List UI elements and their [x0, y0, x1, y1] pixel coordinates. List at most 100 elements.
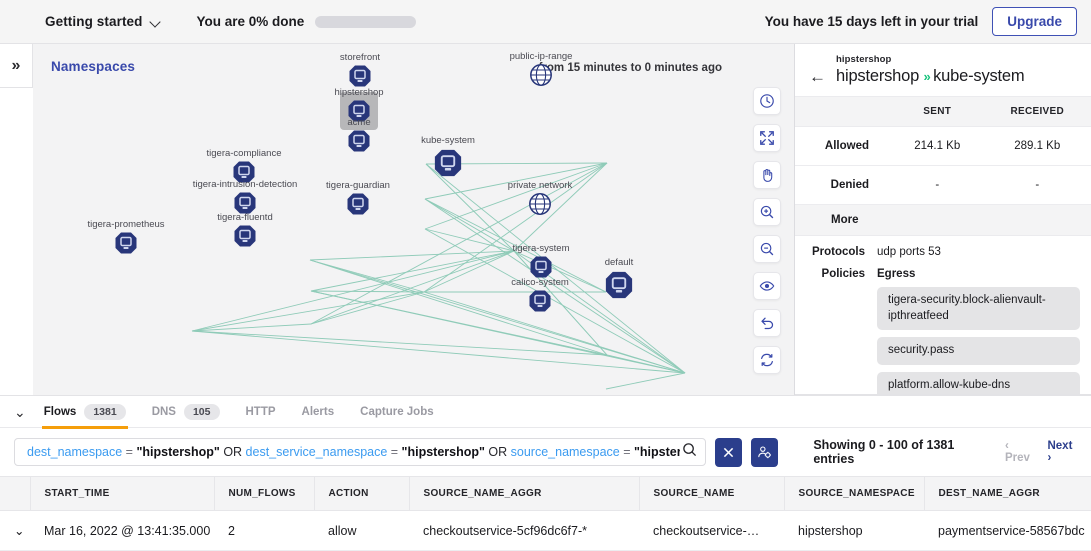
detail-title-dest: kube-system	[933, 67, 1025, 85]
graph-node-tigera-prometheus[interactable]	[114, 231, 138, 255]
next-page-button[interactable]: Next ›	[1047, 440, 1073, 464]
detail-eyebrow: hipstershop	[836, 54, 892, 65]
th-blank	[795, 96, 891, 127]
query-token-fld: dest_namespace	[27, 445, 123, 459]
graph-node-tigera-intrusion-detection[interactable]	[233, 191, 257, 215]
chevron-double-down-icon[interactable]: ⌄	[14, 403, 26, 420]
detail-title: hipstershop » kube-system	[836, 67, 1025, 86]
progress-bar	[315, 15, 417, 28]
getting-started-menu[interactable]: Getting started	[45, 14, 161, 29]
graph-node-public-ip-range[interactable]	[529, 63, 553, 87]
tab-label: Capture Jobs	[360, 405, 434, 418]
policies-row: Policies Egress tigera-security.block-al…	[795, 258, 1091, 394]
graph-node-tigera-guardian[interactable]	[346, 192, 370, 216]
eye-icon[interactable]	[753, 272, 781, 300]
protocols-value: udp ports 53	[877, 246, 941, 258]
expand-icon[interactable]	[753, 124, 781, 152]
th-source_namespace[interactable]: SOURCE_NAMESPACE	[784, 476, 925, 511]
search-input[interactable]: dest_namespace = "hipstershop" OR dest_s…	[14, 438, 706, 466]
th-num_flows[interactable]: NUM_FLOWS	[214, 476, 315, 511]
allowed-label: Allowed	[795, 126, 891, 166]
cell-source-namespace: hipstershop	[784, 510, 924, 551]
graph-node-acme[interactable]	[347, 129, 371, 153]
graph-node-tigera-system[interactable]	[529, 255, 553, 279]
graph-node-tigera-compliance[interactable]	[232, 160, 256, 184]
search-icon[interactable]	[682, 442, 697, 462]
node-label-storefront: storefront	[339, 52, 381, 63]
clear-search-button[interactable]	[715, 437, 743, 467]
query-token-fld: dest_service_namespace	[245, 445, 388, 459]
th-start_time[interactable]: START_TIME	[30, 476, 215, 511]
cell-action: allow	[314, 510, 409, 551]
progress-label: You are 0% done	[196, 14, 305, 29]
tab-alerts[interactable]: Alerts	[302, 396, 335, 428]
graph-node-private network[interactable]	[528, 192, 552, 216]
node-label-private network: private network	[507, 180, 573, 191]
sidebar-expand-toggle[interactable]: »	[0, 44, 33, 88]
th-received: RECEIVED	[983, 96, 1091, 127]
query-token-val: "hipstershop"	[634, 445, 680, 459]
more-section-header[interactable]: More	[795, 205, 1091, 236]
prev-page-button[interactable]: ‹ Prev	[1004, 440, 1030, 464]
chevron-down-icon[interactable]: ⌄	[0, 510, 30, 551]
zoom-in-icon[interactable]	[753, 198, 781, 226]
th-source_name[interactable]: SOURCE_NAME	[639, 476, 785, 511]
tab-http[interactable]: HTTP	[246, 396, 276, 428]
protocols-row: Protocols udp ports 53	[795, 236, 1091, 258]
query-token-val: "hipstershop"	[136, 445, 220, 459]
graph-node-kube-system[interactable]	[433, 148, 463, 178]
pagination: ‹ Prev Next ›	[1005, 440, 1077, 464]
service-graph-panel[interactable]: Namespaces from 15 minutes to 0 minutes …	[33, 44, 795, 395]
th-source_name_aggr[interactable]: SOURCE_NAME_AGGR	[409, 476, 640, 511]
getting-started-label: Getting started	[45, 14, 143, 29]
traffic-row-denied: Denied - -	[795, 165, 1091, 205]
double-chevron-right-icon: »	[11, 56, 21, 74]
policy-chip[interactable]: tigera-security.block-alienvault-ipthrea…	[877, 287, 1080, 331]
traffic-table-header-row: SENT RECEIVED	[795, 96, 1091, 127]
graph-node-hipstershop[interactable]	[347, 99, 371, 123]
query-token-op: OR	[484, 445, 511, 459]
hand-icon[interactable]	[753, 161, 781, 189]
user-settings-button[interactable]	[751, 437, 779, 467]
back-arrow-icon[interactable]: ←	[809, 67, 826, 86]
node-label-default: default	[604, 257, 634, 268]
detail-title-source: hipstershop	[836, 67, 920, 85]
allowed-received: 289.1 Kb	[983, 126, 1091, 166]
cell-source-name: checkoutservice-…	[639, 510, 784, 551]
denied-received: -	[983, 165, 1091, 205]
denied-label: Denied	[795, 165, 891, 205]
graph-node-default[interactable]	[604, 270, 634, 300]
graph-toolbar	[753, 87, 781, 374]
refresh-icon[interactable]	[753, 346, 781, 374]
graph-node-storefront[interactable]	[348, 64, 372, 88]
th-dest_name_aggr[interactable]: DEST_NAME_AGGR	[924, 476, 1091, 511]
th-expand-col	[0, 476, 31, 511]
top-bar: Getting started You are 0% done You have…	[0, 0, 1091, 44]
traffic-summary-table: SENT RECEIVED Allowed 214.1 Kb 289.1 Kb …	[795, 96, 1091, 205]
tab-capture-jobs[interactable]: Capture Jobs	[360, 396, 434, 428]
clock-icon[interactable]	[753, 87, 781, 115]
graph-node-calico-system[interactable]	[528, 289, 552, 313]
query-token-eq: =	[122, 445, 137, 459]
graph-title[interactable]: Namespaces	[51, 59, 136, 74]
results-count-label: Showing 0 - 100 of 1381 entries	[813, 438, 955, 466]
th-action[interactable]: ACTION	[314, 476, 410, 511]
policy-chip[interactable]: platform.allow-kube-dns	[877, 371, 1080, 394]
graph-edge-layer	[191, 162, 686, 390]
tab-label: Alerts	[301, 405, 335, 418]
denied-sent: -	[891, 165, 984, 205]
tab-label: Flows	[43, 405, 77, 418]
zoom-out-icon[interactable]	[753, 235, 781, 263]
undo-icon[interactable]	[753, 309, 781, 337]
upgrade-button[interactable]: Upgrade	[992, 7, 1077, 36]
policy-chip[interactable]: security.pass	[877, 337, 1080, 365]
node-label-public-ip-range: public-ip-range	[509, 51, 573, 62]
graph-node-tigera-fluentd[interactable]	[233, 224, 257, 248]
th-sent: SENT	[891, 96, 984, 127]
